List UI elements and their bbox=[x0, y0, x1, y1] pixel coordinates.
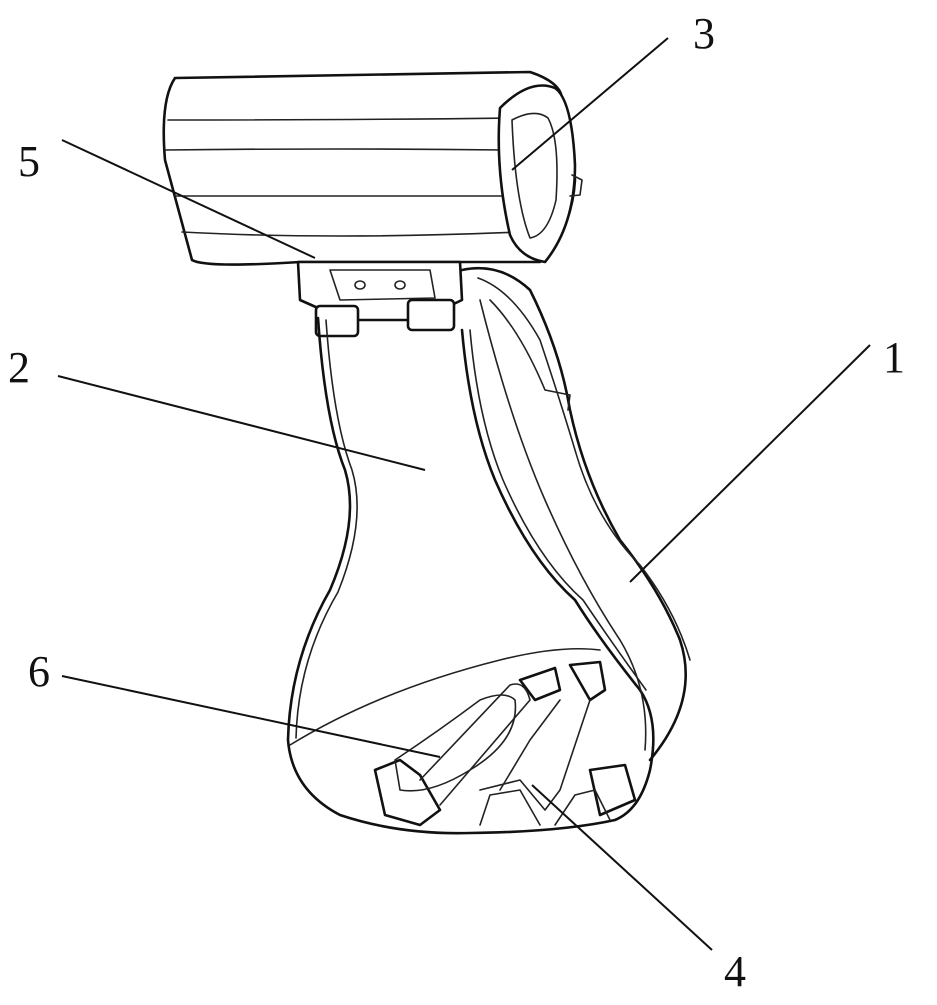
head-unit bbox=[164, 72, 582, 265]
label-6: 6 bbox=[28, 650, 50, 694]
leader-1 bbox=[630, 345, 870, 582]
joint-bracket bbox=[298, 262, 462, 336]
label-4: 4 bbox=[724, 950, 746, 994]
label-2: 2 bbox=[8, 346, 30, 390]
outer-shell bbox=[288, 318, 653, 833]
label-3: 3 bbox=[693, 12, 715, 56]
leader-4 bbox=[532, 785, 712, 950]
body-arm bbox=[462, 268, 690, 760]
leader-6 bbox=[62, 676, 440, 757]
label-5: 5 bbox=[18, 140, 40, 184]
leader-2 bbox=[58, 376, 425, 470]
label-1: 1 bbox=[883, 336, 905, 380]
